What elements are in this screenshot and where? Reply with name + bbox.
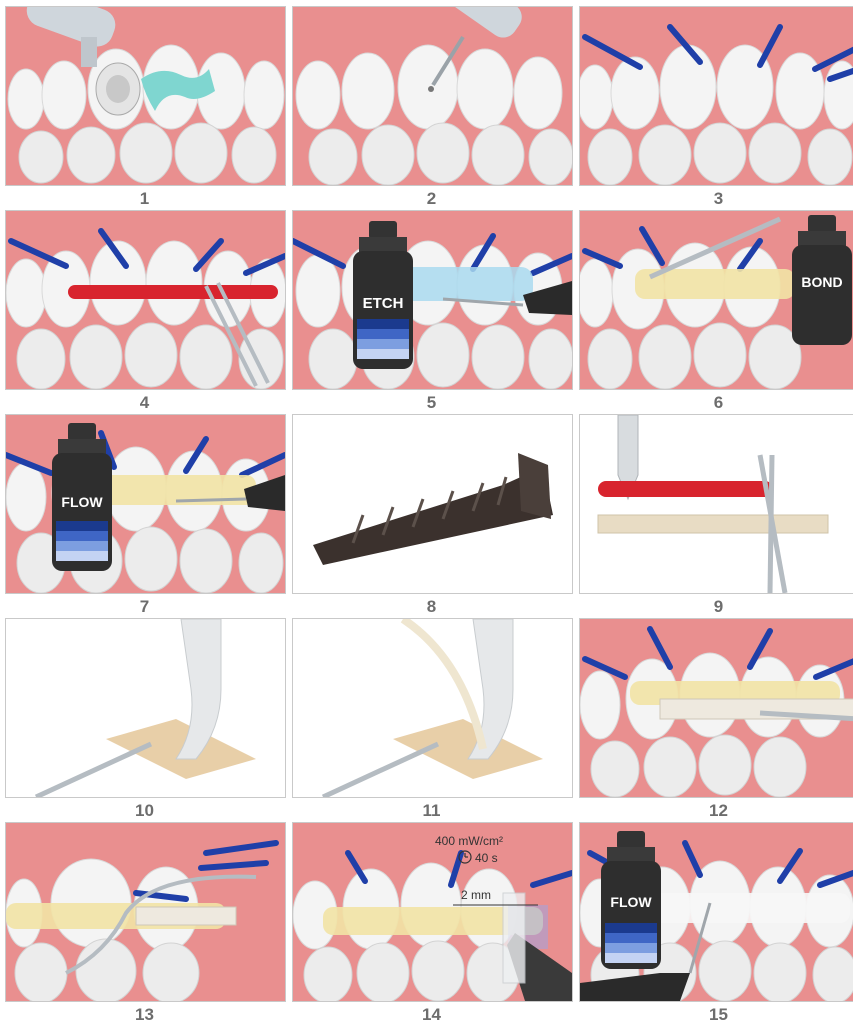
step-number: 5 (292, 393, 571, 413)
step-7-image: FLOW (5, 414, 286, 594)
step-number: 12 (579, 801, 853, 821)
composite-cover (650, 893, 850, 923)
step-8-image (292, 414, 573, 594)
fiber-strip (136, 907, 236, 925)
step-11-image (292, 618, 573, 798)
step-number: 1 (5, 189, 284, 209)
step-number: 3 (579, 189, 853, 209)
bottle-label: FLOW (610, 894, 652, 910)
measuring-rod (598, 481, 773, 497)
step-9-image (579, 414, 853, 594)
step-5-image: ETCH (292, 210, 573, 390)
step-10-image (5, 618, 286, 798)
step-1-image (5, 6, 286, 186)
step-number: 13 (5, 1005, 284, 1025)
step-number: 15 (579, 1005, 853, 1025)
step-3-image (579, 6, 853, 186)
bottle-label: FLOW (61, 494, 103, 510)
bottle-label: ETCH (363, 295, 404, 312)
step-number: 7 (5, 597, 284, 617)
step-2-image (292, 6, 573, 186)
step-12-image (579, 618, 853, 798)
lower-teeth (15, 939, 199, 1001)
time-label: 40 s (475, 851, 498, 865)
step-13-image (5, 822, 286, 1002)
distance-label: 2 mm (461, 888, 491, 902)
bottle-label: BOND (801, 274, 842, 290)
step-number: 6 (579, 393, 853, 413)
step-number: 11 (292, 801, 571, 821)
step-number: 14 (292, 1005, 571, 1025)
fiber-strip (598, 515, 828, 533)
step-number: 9 (579, 597, 853, 617)
step-15-image: FLOW (579, 822, 853, 1002)
step-14-image: 2 mm 400 mW/cm² 40 s (292, 822, 573, 1002)
step-4-image (5, 210, 286, 390)
step-number: 8 (292, 597, 571, 617)
measuring-rod (68, 285, 278, 299)
step-number: 4 (5, 393, 284, 413)
step-6-image: BOND (579, 210, 853, 390)
step-number: 2 (292, 189, 571, 209)
step-number: 10 (5, 801, 284, 821)
intensity-label: 400 mW/cm² (435, 834, 503, 848)
